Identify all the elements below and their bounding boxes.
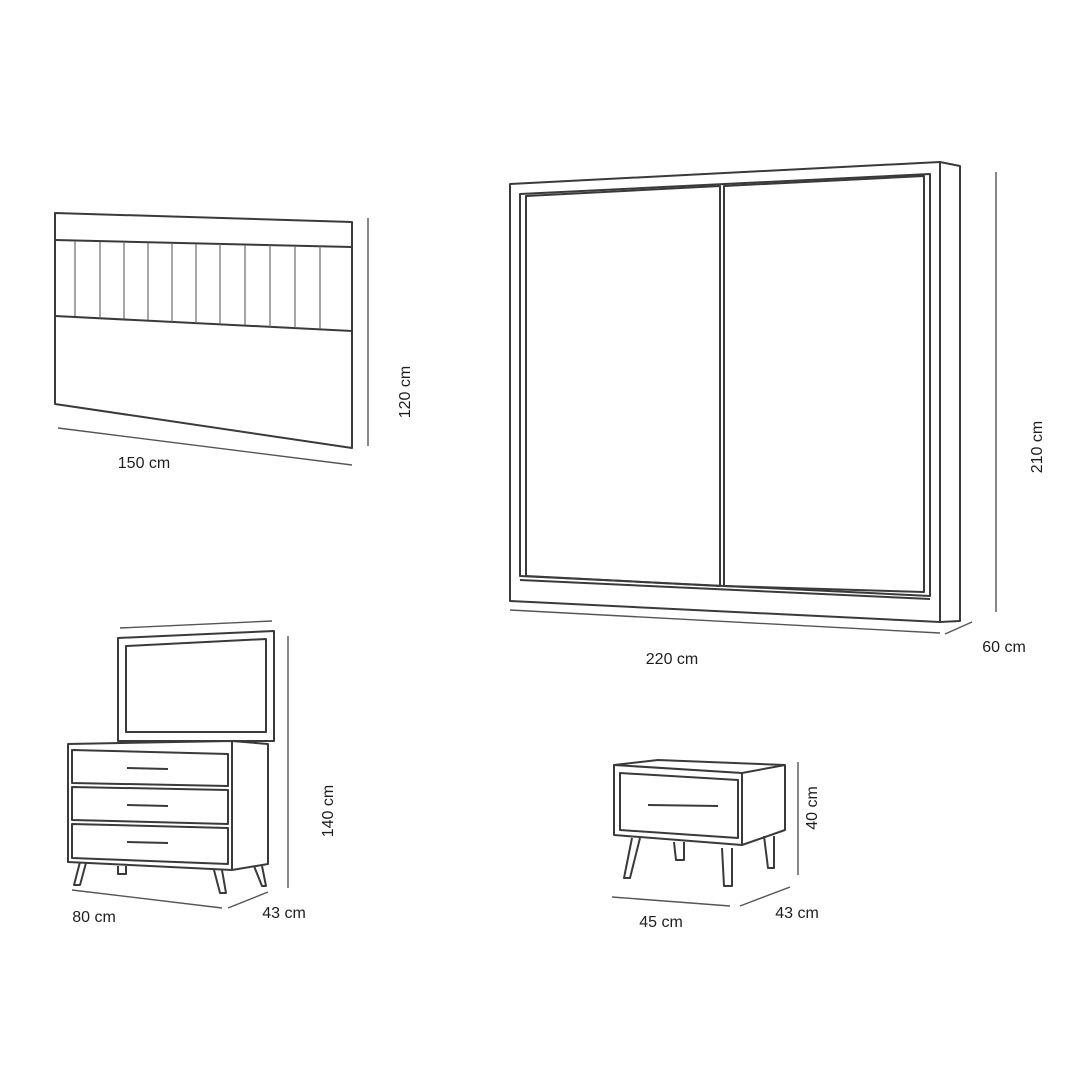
wardrobe-frame [519,173,931,597]
nightstand-width-label: 45 cm [639,914,683,931]
wardrobe-height-label: 210 cm [1029,421,1046,473]
headboard-height-label: 120 cm [397,366,414,418]
dresser-height-label: 140 cm [320,785,337,837]
headboard-width-line [57,427,353,466]
dresser-depth-line [227,891,269,909]
wardrobe-width-line [509,609,941,634]
dresser-legs [73,861,267,894]
dresser-width-label: 80 cm [72,909,116,926]
nightstand-drawing: 45 cm 43 cm 40 cm [611,759,821,931]
wardrobe-depth-line [944,621,973,635]
nightstand-depth-label: 43 cm [775,905,819,922]
wardrobe-drawing: 220 cm 60 cm 210 cm [509,161,1046,668]
wardrobe-width-label: 220 cm [646,651,698,668]
nightstand-width-line [611,896,731,907]
headboard-top-rail [54,239,353,248]
wardrobe-left-door [525,185,721,587]
drawer-2 [71,786,229,825]
headboard-width-label: 150 cm [118,455,170,472]
dresser-drawing: 80 cm 43 cm 140 cm [67,620,337,926]
headboard-drawing: 150 cm 120 cm [54,212,414,472]
wardrobe-side-panel [939,161,961,623]
headboard-panel-line [54,315,353,332]
drawer-3-handle [126,841,169,844]
wardrobe-base-line [519,579,931,600]
nightstand-depth-line [739,886,791,907]
dresser-width-line [71,889,223,909]
nightstand-handle [647,804,719,807]
drawer-1 [71,749,229,787]
mirror-frame [117,630,275,742]
nightstand-height-label: 40 cm [804,786,821,830]
drawer-3 [71,823,229,865]
nightstand-top [613,759,786,774]
wardrobe-depth-label: 60 cm [982,639,1026,656]
headboard-outline [54,212,353,449]
wardrobe-right-door [723,175,925,593]
headboard-vertical-slats [74,241,321,329]
mirror-glass [125,638,267,733]
nightstand-legs [623,835,775,887]
dresser-depth-label: 43 cm [262,905,306,922]
nightstand-drawer [619,772,739,839]
drawer-2-handle [126,804,169,807]
mirror-top-line [119,620,273,629]
drawer-1-handle [126,767,169,770]
